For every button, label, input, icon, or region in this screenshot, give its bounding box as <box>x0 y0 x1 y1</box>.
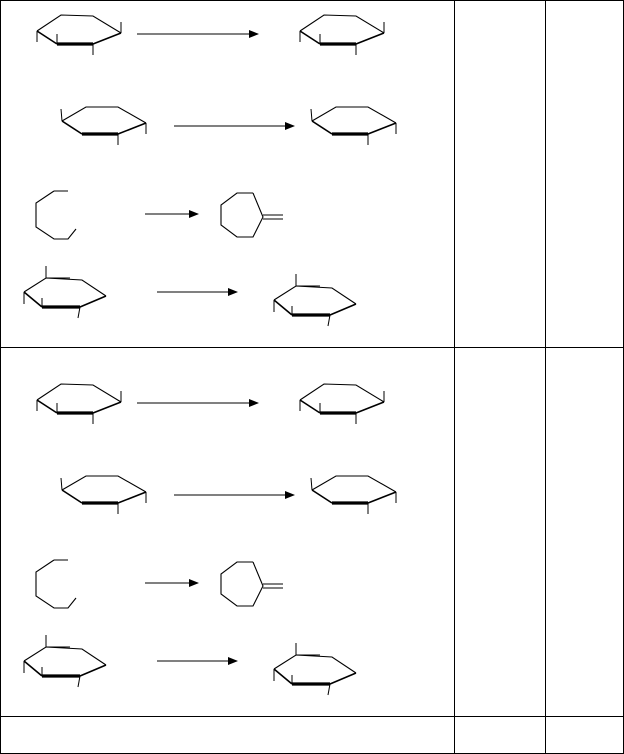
table-row-1-reactions <box>24 15 396 326</box>
table-row-2-reactions <box>24 384 396 695</box>
